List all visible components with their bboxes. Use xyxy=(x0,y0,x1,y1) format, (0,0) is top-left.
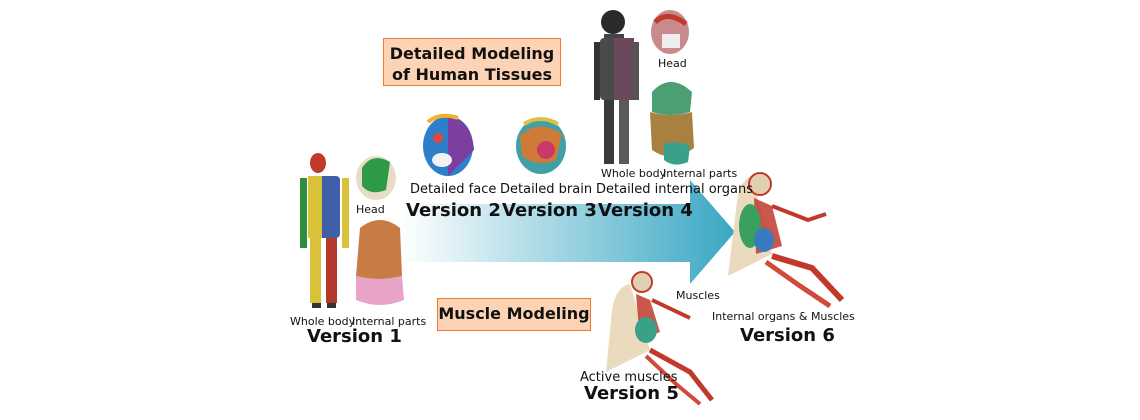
progression-arrow xyxy=(400,180,735,284)
v2-caption: Detailed face xyxy=(410,182,497,197)
theme-box-muscles: Muscle Modeling xyxy=(437,298,591,331)
v3-title: Version 3 xyxy=(502,200,597,221)
v4-whole-body-label: Whole body xyxy=(601,167,667,180)
v1-title: Version 1 xyxy=(307,326,402,347)
v2-face-figure xyxy=(423,113,474,176)
v1-internal-parts-figure xyxy=(356,220,404,305)
v4-caption: Detailed internal organs xyxy=(596,182,753,197)
v4-whole-body-figure xyxy=(594,10,639,164)
v4-head-label: Head xyxy=(658,57,687,70)
v4-internal-parts-label: Internal parts xyxy=(663,167,738,180)
v1-head-figure xyxy=(356,156,396,200)
v6-seated-figure xyxy=(728,172,845,309)
v4-internal-parts-figure xyxy=(650,82,694,165)
v6-caption: Internal organs & Muscles xyxy=(712,310,855,323)
theme-muscles-label: Muscle Modeling xyxy=(438,304,590,323)
v1-whole-body-figure xyxy=(300,153,349,308)
v5-seated-figure xyxy=(606,271,714,406)
v3-caption: Detailed brain xyxy=(500,182,593,197)
v1-whole-body-label: Whole body xyxy=(290,315,356,328)
v4-head-figure xyxy=(651,10,689,54)
v4-title: Version 4 xyxy=(598,200,693,221)
theme-box-tissues: Detailed Modeling of Human Tissues xyxy=(383,38,561,86)
v2-title: Version 2 xyxy=(406,200,501,221)
v1-internal-parts-label: Internal parts xyxy=(352,315,427,328)
theme-tissues-line1: Detailed Modeling xyxy=(389,44,555,63)
theme-tissues-line2: of Human Tissues xyxy=(392,65,552,84)
v5-caption: Active muscles xyxy=(580,370,678,385)
v5-muscles-label: Muscles xyxy=(676,289,720,302)
v1-head-label: Head xyxy=(356,203,385,216)
v6-title: Version 6 xyxy=(740,325,835,346)
v3-brain-figure xyxy=(516,117,566,174)
v5-title: Version 5 xyxy=(584,383,679,404)
